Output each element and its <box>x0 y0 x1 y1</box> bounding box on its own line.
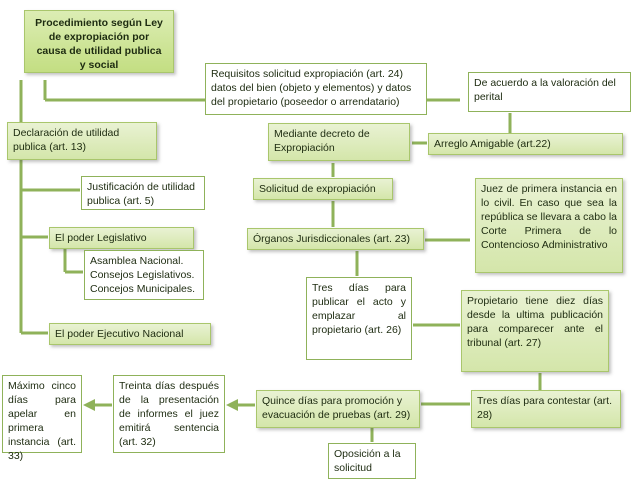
valoracion-box: De acuerdo a la valoración del perital <box>468 72 631 112</box>
organos-box: Órganos Jurisdiccionales (art. 23) <box>247 228 424 250</box>
ejecutivo-box: El poder Ejecutivo Nacional <box>49 323 211 345</box>
treinta-box: Treinta días después de la presentación … <box>113 375 225 453</box>
contestar-box: Tres días para contestar (art. 28) <box>471 390 621 428</box>
asambleas-box: Asamblea Nacional. Consejos Legislativos… <box>84 250 204 300</box>
requisitos-box: Requisitos solicitud expropiación (art. … <box>205 63 427 115</box>
solicitud-box: Solicitud de expropiación <box>253 178 393 200</box>
tres-dias-box: Tres días para publicar el acto y emplaz… <box>306 277 412 360</box>
diez-dias-box: Propietario tiene diez días desde la ult… <box>461 290 609 372</box>
quince-box: Quince días para promoción y evacuación … <box>256 390 420 428</box>
justificacion-box: Justificación de utilidad publica (art. … <box>81 176 205 210</box>
decreto-box: Mediante decreto de Expropiación <box>268 123 410 161</box>
title-box: Procedimiento según Ley de expropiación … <box>24 10 174 73</box>
legislativo-box: El poder Legislativo <box>49 227 194 249</box>
oposicion-box: Oposición a la solicitud <box>328 443 416 479</box>
maximo-box: Máximo cinco días para apelar en primera… <box>2 375 82 462</box>
juez-box: Juez de primera instancia en lo civil. E… <box>475 178 623 273</box>
arreglo-box: Arreglo Amigable (art.22) <box>428 133 623 155</box>
declaracion-box: Declaración de utilidad publica (art. 13… <box>7 122 157 160</box>
